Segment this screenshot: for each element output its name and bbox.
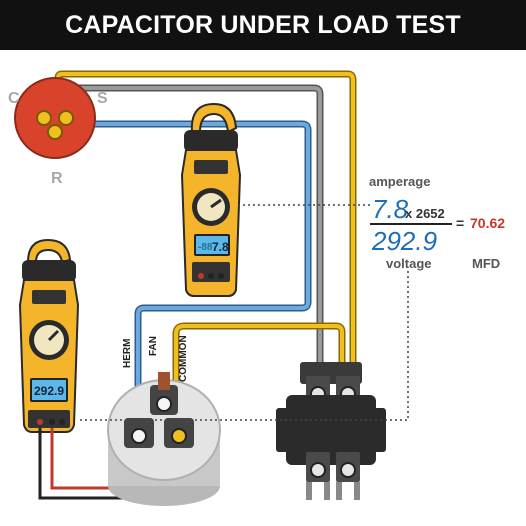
clamp-meter-volt — [18, 238, 80, 433]
terminal-r-label: R — [51, 170, 63, 187]
dual-run-capacitor — [107, 372, 221, 506]
voltage-value: 292.9 — [371, 226, 437, 256]
title-bar: CAPACITOR UNDER LOAD TEST — [0, 0, 526, 50]
terminal-c-label: C — [8, 90, 20, 107]
multiplier: x 2652 — [405, 206, 445, 221]
amperage-value: 7.8 — [372, 194, 409, 224]
compressor-terminal-block — [14, 77, 96, 159]
amp-meter-display-dim: -88 — [198, 242, 213, 253]
capacitor-label-common: COMMON — [178, 335, 189, 382]
terminal-s-label: S — [97, 90, 108, 107]
clamp-meter-amp — [180, 102, 242, 297]
volt-meter-display: 292.9 — [34, 384, 64, 398]
voltage-label: voltage — [386, 256, 432, 271]
result-value: 70.62 — [470, 215, 505, 231]
equals-sign: = — [456, 215, 464, 231]
page-title: CAPACITOR UNDER LOAD TEST — [65, 10, 461, 39]
result-unit: MFD — [472, 256, 500, 271]
contactor — [276, 362, 386, 500]
amperage-label: amperage — [369, 174, 430, 189]
capacitor-label-fan: FAN — [148, 336, 159, 356]
amp-meter-display: 7.8 — [212, 240, 229, 254]
capacitor-label-herm: HERM — [122, 339, 133, 368]
